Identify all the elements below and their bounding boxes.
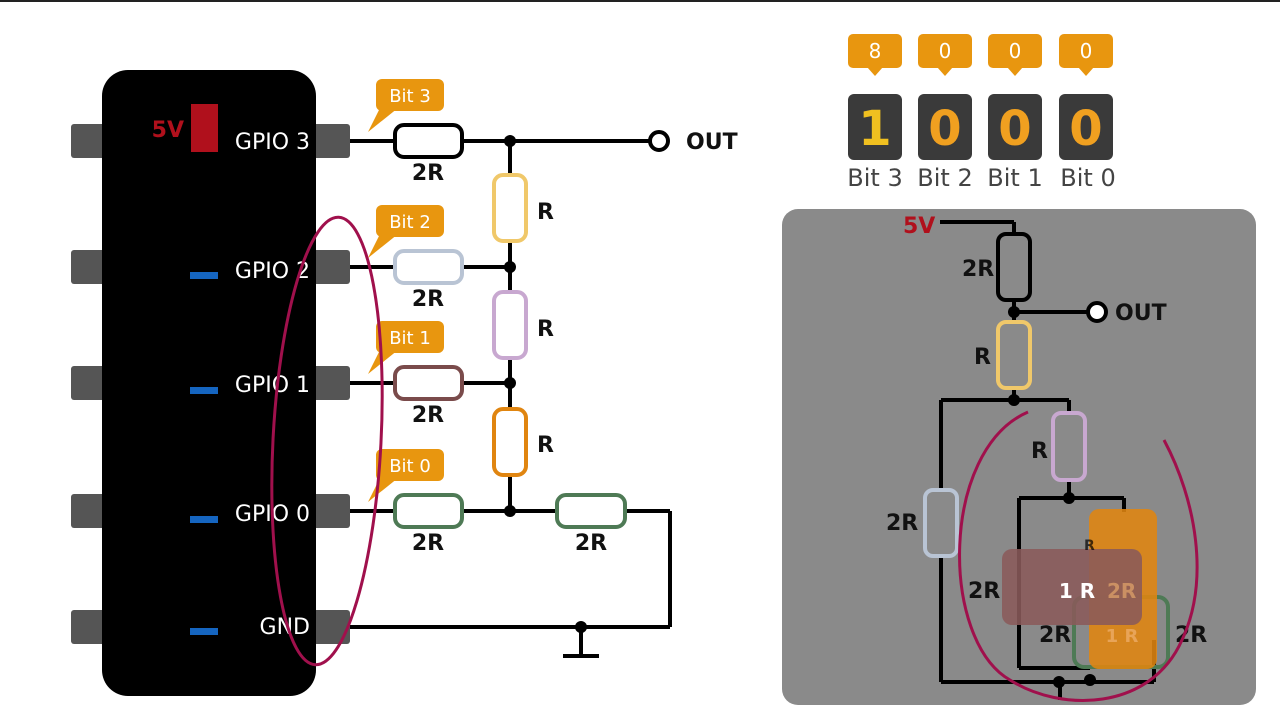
resistor-label: R [537, 433, 554, 458]
eq-resistor-label: 1 R [1059, 579, 1095, 603]
bit-tag-label: Bit 2 [389, 212, 431, 233]
resistor-2r-bit2 [393, 249, 464, 285]
bit-digit: 0 [1069, 101, 1102, 157]
bit-digit: 1 [858, 101, 891, 157]
bit-digit: 0 [928, 101, 961, 157]
binary-readout: 8 0 0 0 1 0 0 0 Bit 3 Bit 2 Bit 1 Bit 0 [847, 34, 1116, 192]
chip-pin-right [308, 494, 350, 528]
bit-name: Bit 0 [1060, 164, 1115, 192]
bit-tag-label: Bit 1 [389, 328, 431, 349]
eq-resistor-label: R [974, 345, 991, 370]
bit-name: Bit 1 [987, 164, 1042, 192]
weight-value: 8 [869, 39, 882, 63]
pin-label-gpio3: GPIO 3 [235, 130, 310, 155]
resistor-r-middle [492, 290, 528, 360]
r2r-ladder [350, 123, 672, 658]
bit-tag: Bit 1 [368, 321, 444, 374]
chip-pin-left [71, 494, 111, 528]
eq-resistor-label: 2R [968, 579, 1000, 604]
pin-state-low-indicator [190, 272, 218, 279]
eq-resistor-label: 1 R [1106, 626, 1139, 647]
eq-resistor-label: R [1084, 538, 1095, 554]
bit-tag: Bit 2 [368, 205, 444, 258]
chip-pin-left [71, 366, 111, 400]
eq-supply-label: 5V [903, 214, 935, 239]
eq-resistor-label: 2R [962, 257, 994, 282]
output-terminal [648, 130, 670, 152]
eq-output-terminal [1086, 301, 1108, 323]
chip-pin-left [71, 124, 111, 158]
resistor-label: 2R [575, 531, 607, 556]
microcontroller-chip: 5V GPIO 3 GPIO 2 GPIO 1 GPIO 0 GND [71, 70, 350, 696]
weight-value: 0 [1009, 39, 1022, 63]
resistor-2r-termination [555, 493, 627, 529]
weight-badge: 0 [1059, 34, 1113, 76]
eq-resistor-r-middle [1051, 411, 1087, 482]
eq-annotation-ellipse [958, 410, 1199, 702]
pin-state-high-indicator [191, 104, 218, 152]
chip-pin-left [71, 250, 111, 284]
chip-pin-right [308, 250, 350, 284]
weight-badge: 8 [848, 34, 902, 76]
bit-tags: Bit 3 Bit 2 Bit 1 Bit 0 [368, 79, 444, 502]
eq-resistor-2r-top [996, 232, 1032, 302]
bit-tag: Bit 3 [368, 79, 444, 132]
pin-label-gpio1: GPIO 1 [235, 373, 310, 398]
annotation-ellipse [270, 215, 384, 667]
chip-pin-right [308, 366, 350, 400]
eq-resistor-label: 2R [1107, 579, 1136, 603]
resistor-2r-bit0 [393, 493, 464, 529]
pin-state-low-indicator [190, 516, 218, 523]
eq-junction-dots [1008, 306, 1096, 688]
bit-name: Bit 2 [917, 164, 972, 192]
digit-box [988, 94, 1042, 160]
eq-overlay-combined [1002, 549, 1142, 625]
equivalent-circuit-panel: 5V OUT 2R R R 2R 2R 1 R 2R 2R 1 R 2R R [782, 209, 1256, 705]
chip-pin-right [308, 610, 350, 644]
resistor-2r-bit1 [393, 365, 464, 401]
resistor-2r-bit3 [393, 123, 464, 159]
bit-name: Bit 3 [847, 164, 902, 192]
output-label: OUT [686, 130, 738, 155]
chip-pin-left [71, 610, 111, 644]
resistor-label: 2R [412, 531, 444, 556]
resistor-label: 2R [412, 287, 444, 312]
power-label: 5V [152, 118, 184, 143]
resistor-label: R [537, 200, 554, 225]
digit-box [918, 94, 972, 160]
resistor-label: 2R [412, 403, 444, 428]
eq-output-label: OUT [1115, 301, 1167, 326]
pin-state-low-indicator [190, 387, 218, 394]
weight-value: 0 [939, 39, 952, 63]
ladder-labels: 2R 2R 2R 2R 2R R R R OUT [412, 130, 738, 556]
eq-resistor-r-upper [996, 320, 1032, 390]
pin-state-low-indicator [190, 628, 218, 635]
resistor-label: R [537, 317, 554, 342]
weight-badge: 0 [918, 34, 972, 76]
weight-value: 0 [1080, 39, 1093, 63]
bit-digit: 0 [998, 101, 1031, 157]
chip-pin-right [308, 124, 350, 158]
junction-dots [504, 135, 587, 633]
eq-resistor-label: 2R [1039, 623, 1071, 648]
eq-resistor-label: 2R [886, 511, 918, 536]
bit-tag-label: Bit 3 [389, 86, 431, 107]
equivalent-wires [939, 220, 1156, 700]
resistor-r-upper [492, 173, 528, 243]
weight-badge: 0 [988, 34, 1042, 76]
chip-body [102, 70, 316, 696]
bit-tag-label: Bit 0 [389, 456, 431, 477]
eq-resistor-label: R [1031, 439, 1048, 464]
resistor-label: 2R [412, 161, 444, 186]
digit-box [1059, 94, 1113, 160]
eq-resistor-2r-bit2 [923, 488, 959, 558]
ladder-wires [350, 139, 672, 658]
digit-box [848, 94, 902, 160]
resistor-r-lower [492, 407, 528, 477]
